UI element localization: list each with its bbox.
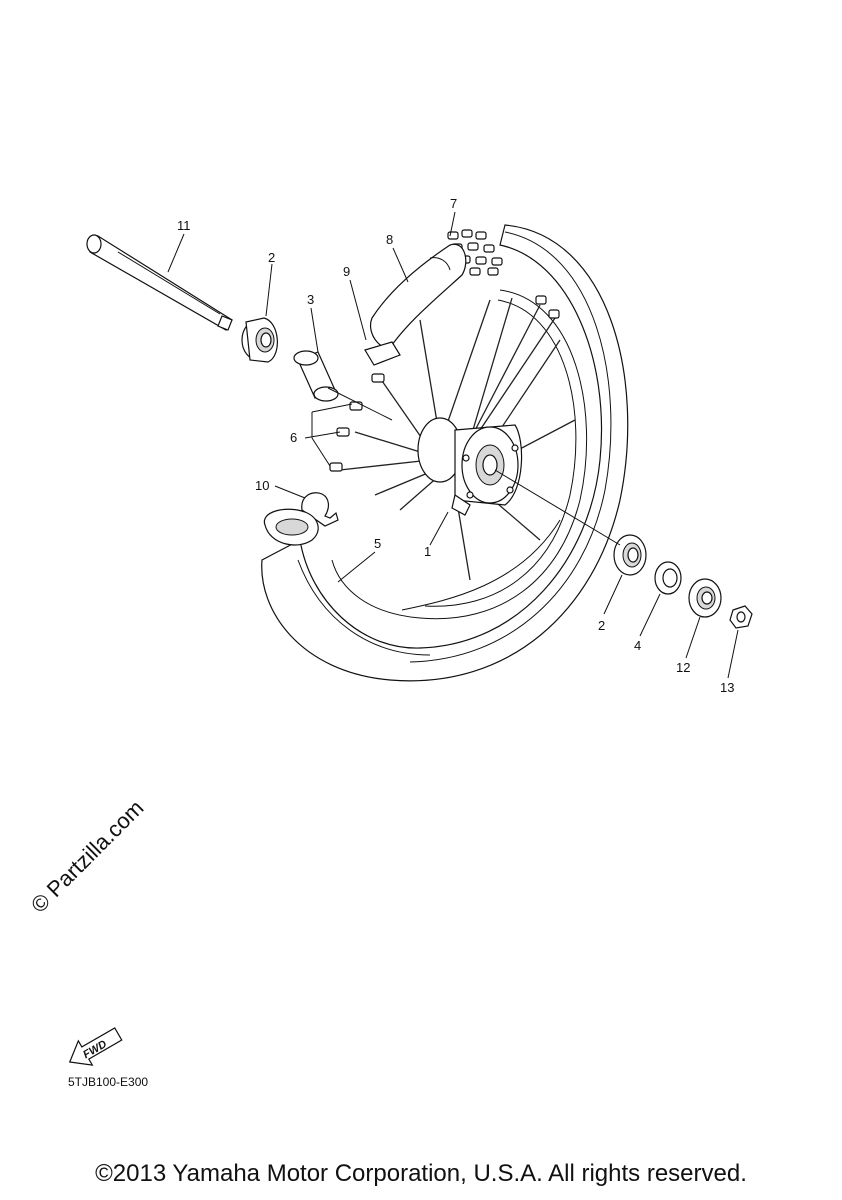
rim-band: [364, 341, 401, 366]
axle-nut: [729, 605, 753, 629]
fwd-label: FWD: [81, 1038, 109, 1061]
callout-5: 5: [374, 536, 381, 551]
spoke-nipples: [329, 295, 560, 472]
callout-1: 1: [424, 544, 431, 559]
callout-10: 10: [255, 478, 269, 493]
rim: [331, 289, 588, 620]
axle: [86, 234, 233, 331]
collar-spacer: [293, 350, 339, 402]
collar: [688, 578, 722, 618]
fwd-arrow-icon: FWD: [68, 1027, 123, 1066]
callout-13: 13: [720, 680, 734, 695]
tire-cross-section: [263, 508, 319, 546]
callout-6: 6: [290, 430, 297, 445]
callout-8: 8: [386, 232, 393, 247]
bearing-right: [613, 534, 647, 576]
callout-labels: 11 2 3 9 8 7 6 10 5 1 2 4 12 13: [177, 196, 734, 695]
callout-7: 7: [450, 196, 457, 211]
tube: [369, 243, 467, 349]
callout-2-right: 2: [598, 618, 605, 633]
callout-4: 4: [634, 638, 641, 653]
callout-11: 11: [177, 218, 191, 233]
copyright-notice: ©2013 Yamaha Motor Corporation, U.S.A. A…: [95, 1160, 747, 1187]
callout-9: 9: [343, 264, 350, 279]
callout-2-left: 2: [268, 250, 275, 265]
callout-3: 3: [307, 292, 314, 307]
hub: [417, 417, 523, 516]
bearing-left: [241, 317, 278, 363]
leader-lines: [167, 211, 739, 679]
callout-12: 12: [676, 660, 690, 675]
oil-seal: [654, 561, 682, 595]
diagram-code: 5TJB100-E300: [68, 1075, 149, 1089]
rim-lock: [301, 492, 339, 527]
